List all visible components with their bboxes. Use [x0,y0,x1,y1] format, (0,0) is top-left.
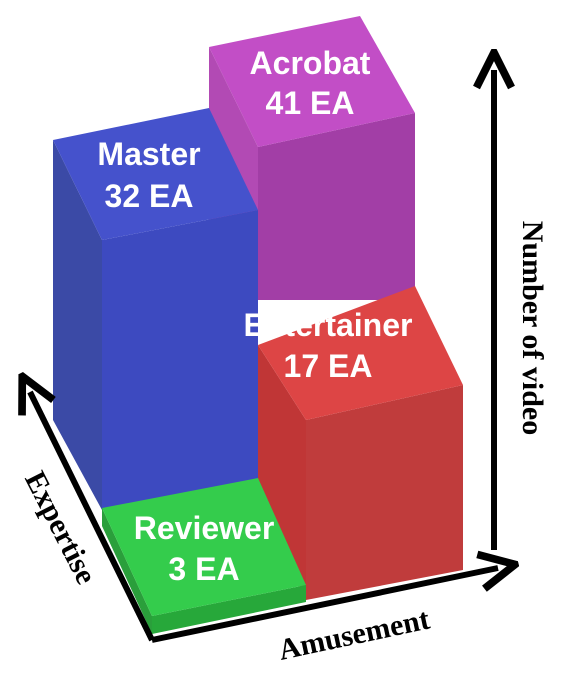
bar-reviewer-value: 3 EA [168,551,239,587]
bar-master-name: Master [97,136,200,172]
bar-master-top [53,108,258,240]
bar-reviewer-name: Reviewer [134,510,275,546]
bar-entertainer-front [306,385,463,600]
bar-master-value: 32 EA [105,178,194,214]
depth-axis-arrow [30,392,155,642]
bar-entertainer-top [258,286,463,420]
bar-entertainer-side [258,345,306,600]
bar-entertainer-value: 17 EA [284,348,373,384]
bar-entertainer: Entertainer 17 EA [244,286,463,600]
bar-reviewer-front [152,585,306,634]
horizontal-axis-arrow [151,568,498,643]
bar-master-front [102,210,258,510]
bar-acrobat-top [209,16,415,147]
bar-master: Master 32 EA [53,108,258,510]
bar-reviewer-top [102,478,306,616]
bar-acrobat-front [258,113,415,300]
vertical-axis-label: Number of video [516,221,549,435]
bar-reviewer: Reviewer 3 EA [102,478,306,634]
bar-master-side [53,140,102,510]
bar-acrobat-name: Acrobat [250,45,371,81]
bar-acrobat-value: 41 EA [266,85,355,121]
bar-entertainer-name: Entertainer [244,307,413,343]
axes [30,70,498,643]
bar-reviewer-side [102,508,152,634]
